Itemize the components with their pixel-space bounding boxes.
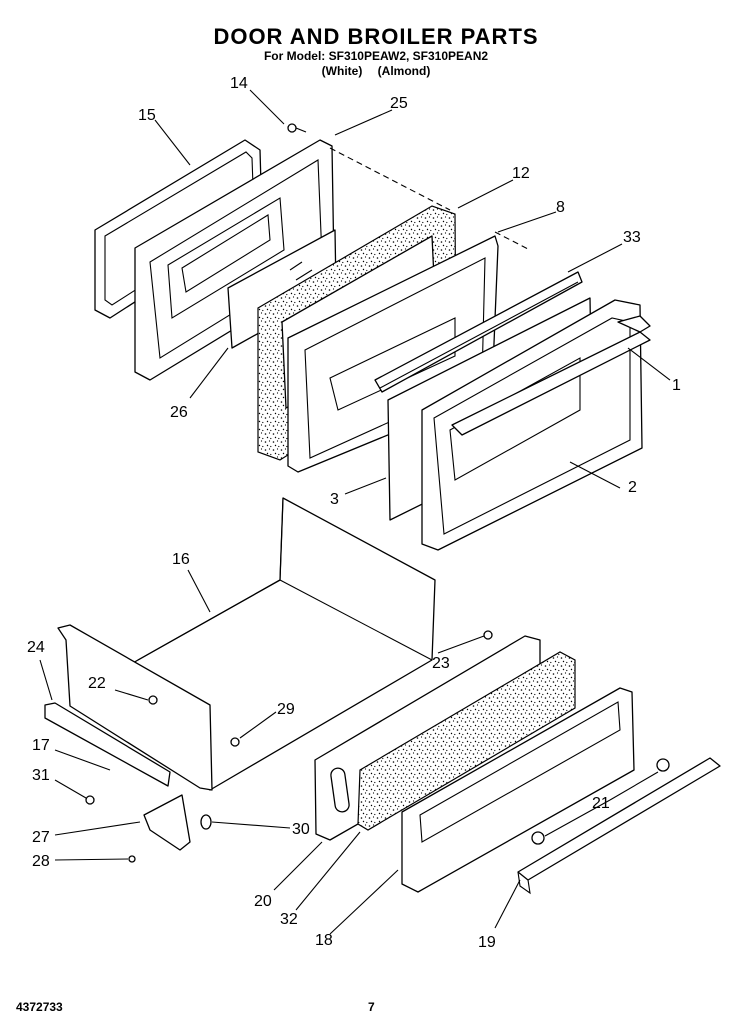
clip-part bbox=[128, 855, 136, 863]
callout-31: 31 bbox=[32, 767, 50, 784]
callout-15: 15 bbox=[138, 107, 156, 124]
callout-29: 29 bbox=[277, 701, 295, 718]
callout-3: 3 bbox=[330, 491, 339, 508]
callout-32: 32 bbox=[280, 911, 298, 928]
screw-22-part bbox=[148, 695, 158, 705]
screw-23-part bbox=[483, 630, 493, 640]
callout-8: 8 bbox=[556, 199, 565, 216]
screw-31-part bbox=[85, 795, 95, 805]
callout-12: 12 bbox=[512, 165, 530, 182]
drawer-insulation-part bbox=[357, 651, 576, 831]
callout-numbers: 14 25 15 12 8 33 1 2 3 26 16 24 22 29 23… bbox=[27, 75, 681, 951]
callout-17: 17 bbox=[32, 737, 50, 754]
screw-part bbox=[287, 123, 307, 133]
callout-25: 25 bbox=[390, 95, 408, 112]
callout-20: 20 bbox=[254, 893, 272, 910]
callout-28: 28 bbox=[32, 853, 50, 870]
alignment-line bbox=[329, 147, 531, 251]
model-subtitle: For Model: SF310PEAW2, SF310PEAN2 bbox=[263, 49, 489, 63]
drawer-front-part bbox=[401, 687, 635, 893]
callout-24: 24 bbox=[27, 639, 45, 656]
drawer-handle-part bbox=[517, 757, 721, 895]
door-trim-part bbox=[374, 271, 583, 393]
callout-16: 16 bbox=[172, 551, 190, 568]
color-variants: (White) (Almond) bbox=[0, 64, 752, 78]
knob-part bbox=[531, 831, 545, 845]
drawer-side-panel-part bbox=[57, 624, 213, 791]
door-handle-part bbox=[451, 315, 651, 436]
callout-18: 18 bbox=[315, 932, 333, 949]
page-title: DOOR AND BROILER PARTS bbox=[213, 24, 539, 49]
color-almond-label: (Almond) bbox=[377, 64, 431, 78]
knob-part bbox=[656, 758, 670, 772]
color-white-label: (White) bbox=[321, 64, 363, 78]
callout-14: 14 bbox=[230, 75, 248, 92]
callout-27: 27 bbox=[32, 829, 50, 846]
callout-23: 23 bbox=[432, 655, 450, 672]
slide-rail-part bbox=[44, 702, 171, 787]
callout-22: 22 bbox=[88, 675, 106, 692]
document-number: 4372733 bbox=[16, 1000, 63, 1014]
callout-33: 33 bbox=[623, 229, 641, 246]
callout-2: 2 bbox=[628, 479, 637, 496]
callout-1: 1 bbox=[672, 377, 681, 394]
callout-30: 30 bbox=[292, 821, 310, 838]
spacer-part bbox=[200, 814, 212, 830]
callout-21: 21 bbox=[592, 795, 610, 812]
bracket-part bbox=[143, 794, 191, 851]
page-number: 7 bbox=[368, 1000, 375, 1014]
screw-29-part bbox=[230, 737, 240, 747]
leader-lines bbox=[39, 89, 671, 935]
callout-19: 19 bbox=[478, 934, 496, 951]
callout-26: 26 bbox=[170, 404, 188, 421]
